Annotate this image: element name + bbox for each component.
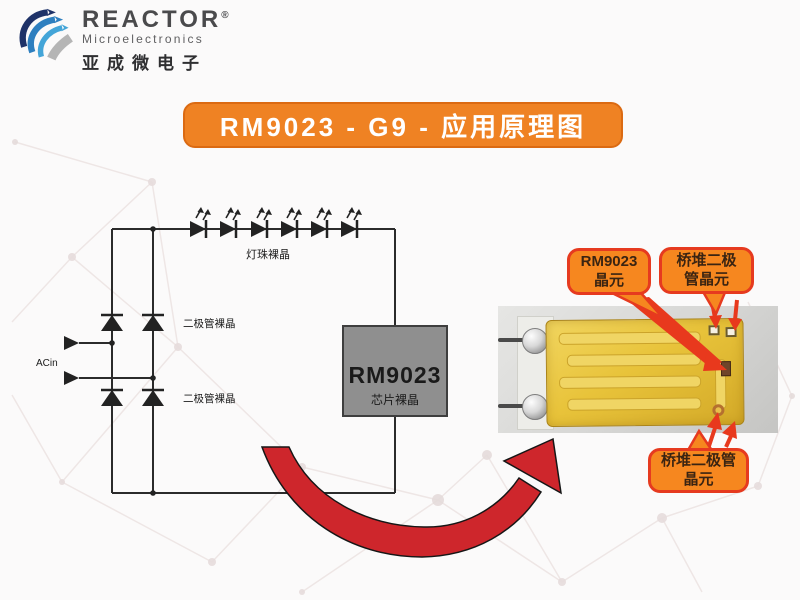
callout-line: 晶元	[683, 470, 714, 488]
brand-subtitle: Microelectronics	[82, 32, 204, 46]
bridge-diode-pad-right	[725, 327, 737, 338]
callout-line: 桥堆二极管	[660, 451, 736, 469]
callout-line: 管晶元	[683, 270, 729, 288]
lead-pin-bottom	[498, 404, 526, 408]
brand-chinese-name: 亚成微电子	[82, 54, 207, 74]
solder-dome-top	[522, 328, 548, 354]
company-logo: REACTOR® Microelectronics 亚成微电子	[14, 6, 229, 74]
registered-mark: ®	[221, 10, 229, 21]
serpentine-trace	[559, 375, 702, 389]
logo-text-block: REACTOR® Microelectronics 亚成微电子	[82, 6, 229, 74]
bridge-diode-pad-left	[708, 325, 720, 336]
callout-line: 晶元	[593, 271, 624, 289]
lead-pin-top	[498, 338, 526, 342]
serpentine-trace	[558, 331, 701, 345]
rm9023-die	[720, 361, 732, 377]
title-banner: RM9023 - G9 - 应用原理图	[183, 102, 623, 148]
bridge-diode-round-pad	[712, 404, 725, 417]
callout-bridge-diode-bottom: 桥堆二极管 晶元	[648, 448, 749, 493]
callout-bridge-diode-top: 桥堆二极 管晶元	[659, 247, 754, 294]
module-photo	[498, 306, 778, 433]
callout-line: RM9023	[580, 252, 638, 270]
solder-dome-bottom	[522, 394, 548, 420]
callout-line: 桥堆二极	[676, 251, 737, 269]
serpentine-trace	[566, 353, 701, 367]
brand-name: REACTOR®	[82, 8, 229, 32]
globe-swoosh-logo-icon	[19, 8, 73, 61]
yellow-pcb-board	[545, 317, 745, 428]
callout-rm9023-die: RM9023 晶元	[567, 248, 651, 295]
serpentine-trace	[567, 397, 702, 411]
brand-word: REACTOR	[82, 6, 222, 33]
page-title: RM9023 - G9 - 应用原理图	[219, 111, 587, 142]
